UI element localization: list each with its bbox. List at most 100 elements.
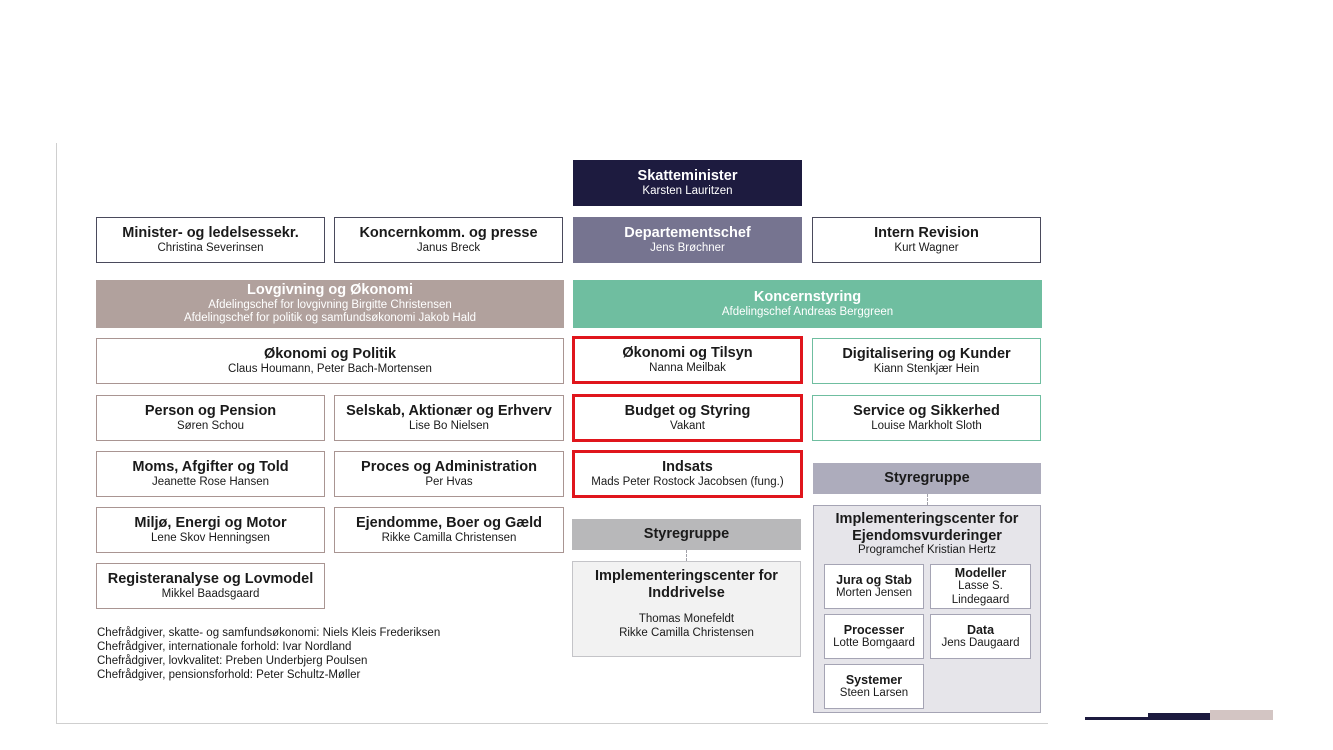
- box-title: Budget og Styring: [624, 403, 751, 420]
- box-title: Styregruppe: [884, 470, 970, 487]
- box-subtitle: Kiann Stenkjær Hein: [873, 362, 980, 375]
- box-subtitle-1: Lasse S.: [958, 580, 1003, 593]
- box-title-1: Implementeringscenter for: [835, 511, 1019, 527]
- decor-bar-dark: [1148, 713, 1210, 720]
- connector-dashed: [927, 494, 928, 505]
- box-proces-administration: Proces og Administration Per Hvas: [334, 451, 564, 497]
- box-subtitle-2: Lindegaard: [951, 593, 1010, 606]
- box-title-2: Ejendomsvurderinger: [852, 527, 1002, 544]
- box-implementeringscenter-inddrivelse: Implementeringscenter for Inddrivelse Th…: [572, 561, 801, 657]
- box-styregruppe-ejendomsvurdering: Styregruppe: [813, 463, 1041, 494]
- box-person-pension: Person og Pension Søren Schou: [96, 395, 325, 441]
- box-title-2: Inddrivelse: [648, 584, 725, 601]
- box-processer: Processer Lotte Bomgaard: [824, 614, 924, 659]
- box-subtitle: Karsten Lauritzen: [642, 184, 733, 197]
- frame-bottom-rule: [56, 723, 1048, 724]
- box-title: Økonomi og Tilsyn: [622, 345, 753, 362]
- box-title: Moms, Afgifter og Told: [132, 459, 289, 476]
- chefraadgiver-notes: Chefrådgiver, skatte- og samfundsøkonomi…: [97, 626, 440, 682]
- box-title: Jura og Stab: [836, 572, 912, 587]
- box-title: Minister- og ledelsessekr.: [122, 225, 299, 242]
- box-subtitle: Steen Larsen: [839, 687, 909, 700]
- box-title: Koncernkomm. og presse: [359, 225, 538, 242]
- box-minister-sekretariat: Minister- og ledelsessekr. Christina Sev…: [96, 217, 325, 263]
- box-subtitle: Søren Schou: [176, 419, 245, 432]
- box-subtitle: Mads Peter Rostock Jacobsen (fung.): [591, 475, 784, 488]
- box-title: Person og Pension: [144, 403, 277, 420]
- box-title: Data: [966, 622, 995, 637]
- box-subtitle: Morten Jensen: [835, 587, 913, 600]
- decor-bar-light: [1210, 710, 1273, 720]
- box-title: Processer: [843, 622, 905, 637]
- box-subtitle: Afdelingschef Andreas Berggreen: [721, 305, 894, 318]
- box-service-sikkerhed: Service og Sikkerhed Louise Markholt Slo…: [812, 395, 1041, 441]
- connector-dashed: [686, 550, 687, 561]
- box-subtitle: Per Hvas: [425, 475, 473, 488]
- box-styregruppe-inddrivelse: Styregruppe: [572, 519, 801, 550]
- box-subtitle: Janus Breck: [416, 241, 481, 254]
- box-moms-afgifter: Moms, Afgifter og Told Jeanette Rose Han…: [96, 451, 325, 497]
- box-intern-revision: Intern Revision Kurt Wagner: [812, 217, 1041, 263]
- box-subtitle: Louise Markholt Sloth: [871, 419, 982, 432]
- box-title: Ejendomme, Boer og Gæld: [355, 515, 543, 532]
- box-title: Økonomi og Politik: [263, 346, 397, 363]
- box-lovgivning-okonomi: Lovgivning og Økonomi Afdelingschef for …: [96, 280, 564, 328]
- box-title: Indsats: [662, 459, 713, 476]
- box-title: Service og Sikkerhed: [853, 403, 1000, 420]
- frame-left-rule: [56, 143, 57, 723]
- box-subtitle: Vakant: [670, 419, 705, 432]
- box-subtitle: Rikke Camilla Christensen: [381, 531, 517, 544]
- box-skatteminister: Skatteminister Karsten Lauritzen: [573, 160, 802, 206]
- box-okonomi-politik: Økonomi og Politik Claus Houmann, Peter …: [96, 338, 564, 384]
- note-line: Chefrådgiver, lovkvalitet: Preben Underb…: [97, 655, 368, 667]
- box-data: Data Jens Daugaard: [930, 614, 1031, 659]
- box-title: Skatteminister: [637, 168, 738, 185]
- box-title: Modeller: [954, 566, 1007, 581]
- box-ejendomme-boer: Ejendomme, Boer og Gæld Rikke Camilla Ch…: [334, 507, 564, 553]
- box-subtitle: Lotte Bomgaard: [833, 637, 915, 650]
- box-departementschef: Departementschef Jens Brøchner: [573, 217, 802, 263]
- note-line: Chefrådgiver, internationale forhold: Iv…: [97, 641, 352, 653]
- box-title: Systemer: [845, 672, 903, 687]
- box-koncernstyring: Koncernstyring Afdelingschef Andreas Ber…: [573, 280, 1042, 328]
- box-budget-styring: Budget og Styring Vakant: [572, 394, 803, 442]
- box-subtitle: Lise Bo Nielsen: [409, 419, 489, 432]
- box-subtitle: Claus Houmann, Peter Bach-Mortensen: [228, 362, 432, 375]
- box-title: Koncernstyring: [753, 289, 862, 306]
- box-subtitle: Nanna Meilbak: [649, 361, 726, 374]
- box-systemer: Systemer Steen Larsen: [824, 664, 924, 709]
- box-title: Selskab, Aktionær og Erhverv: [346, 403, 552, 420]
- box-title: Proces og Administration: [361, 459, 537, 476]
- box-jura-stab: Jura og Stab Morten Jensen: [824, 564, 924, 609]
- box-subtitle: Programchef Kristian Hertz: [857, 544, 997, 557]
- note-line: Chefrådgiver, pensionsforhold: Peter Sch…: [97, 669, 361, 681]
- box-indsats: Indsats Mads Peter Rostock Jacobsen (fun…: [572, 450, 803, 498]
- box-subtitle: Lene Skov Henningsen: [151, 531, 270, 544]
- box-okonomi-tilsyn: Økonomi og Tilsyn Nanna Meilbak: [572, 336, 803, 384]
- box-registeranalyse: Registeranalyse og Lovmodel Mikkel Baads…: [96, 563, 325, 609]
- box-subtitle: Mikkel Baadsgaard: [161, 587, 260, 600]
- box-subtitle: Jens Daugaard: [941, 637, 1020, 650]
- box-koncernkommunikation: Koncernkomm. og presse Janus Breck: [334, 217, 563, 263]
- box-title: Styregruppe: [643, 526, 730, 543]
- box-subtitle-1: Afdelingschef for lovgivning Birgitte Ch…: [208, 299, 452, 312]
- box-subtitle-2: Rikke Camilla Christensen: [619, 626, 754, 639]
- box-title: Miljø, Energi og Motor: [134, 515, 287, 532]
- box-title-1: Implementeringscenter for: [595, 568, 778, 584]
- note-line: Chefrådgiver, skatte- og samfundsøkonomi…: [97, 627, 441, 639]
- box-title: Intern Revision: [874, 225, 979, 242]
- box-selskab-aktionaer: Selskab, Aktionær og Erhverv Lise Bo Nie…: [334, 395, 564, 441]
- box-title: Departementschef: [624, 225, 751, 242]
- box-subtitle: Jeanette Rose Hansen: [152, 475, 269, 488]
- box-subtitle: Jens Brøchner: [650, 241, 725, 254]
- box-title: Lovgivning og Økonomi: [247, 282, 413, 299]
- box-title: Registeranalyse og Lovmodel: [107, 571, 314, 588]
- box-subtitle-2: Afdelingschef for politik og samfundsøko…: [183, 312, 477, 325]
- box-subtitle: Christina Severinsen: [157, 241, 264, 254]
- box-modeller: Modeller Lasse S. Lindegaard: [930, 564, 1031, 609]
- box-miljo-energi: Miljø, Energi og Motor Lene Skov Henning…: [96, 507, 325, 553]
- box-digitalisering-kunder: Digitalisering og Kunder Kiann Stenkjær …: [812, 338, 1041, 384]
- box-subtitle-1: Thomas Monefeldt: [638, 613, 735, 626]
- decor-bar-thin: [1085, 717, 1148, 720]
- box-subtitle: Kurt Wagner: [894, 241, 959, 254]
